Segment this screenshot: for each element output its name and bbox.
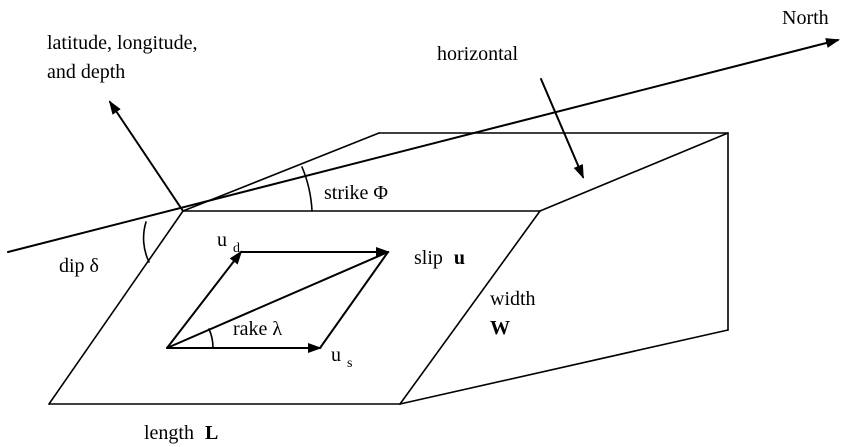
us-subscript-label: s xyxy=(347,356,352,371)
horizontal-arrow xyxy=(540,78,584,179)
slip-label: slip u xyxy=(414,247,465,269)
fault-right-edge xyxy=(399,210,541,405)
us-main-label: u xyxy=(331,344,341,366)
ud-subscript-label: d xyxy=(233,241,240,256)
box-top-left-edge xyxy=(182,132,380,212)
fault-left-edge xyxy=(48,210,184,405)
ud-label: u d xyxy=(217,229,240,256)
width-label-text: width xyxy=(490,288,536,310)
dip-label: dip δ xyxy=(59,255,99,277)
horizontal-label: horizontal xyxy=(437,43,519,65)
ud-vector xyxy=(166,250,243,349)
location-arrow xyxy=(108,100,184,212)
ud-main-label: u xyxy=(217,229,227,251)
strike-label: strike Φ xyxy=(324,182,388,204)
slip-diagonal-vector xyxy=(166,251,389,349)
width-label-symbol: W xyxy=(490,317,510,339)
strike-angle-arc xyxy=(301,166,313,212)
slip-label-symbol: u xyxy=(454,247,465,269)
location-label-line-1: latitude, longitude, xyxy=(47,32,198,54)
dip-angle-arc xyxy=(142,221,150,263)
box-bottom-right-edge xyxy=(399,329,729,405)
length-label: length L xyxy=(144,422,218,444)
rake-angle-arc xyxy=(208,328,214,349)
north-direction-arrow xyxy=(7,38,840,253)
rake-label: rake λ xyxy=(233,318,282,340)
slip-label-text: slip xyxy=(414,247,443,269)
us-label: u s xyxy=(331,344,352,371)
length-label-symbol: L xyxy=(205,422,218,444)
location-label-line-2: and depth xyxy=(47,61,125,83)
box-top-right-edge xyxy=(539,132,729,212)
right-slip-edge xyxy=(319,251,389,349)
north-label: North xyxy=(782,7,829,29)
length-label-text: length xyxy=(144,422,194,444)
